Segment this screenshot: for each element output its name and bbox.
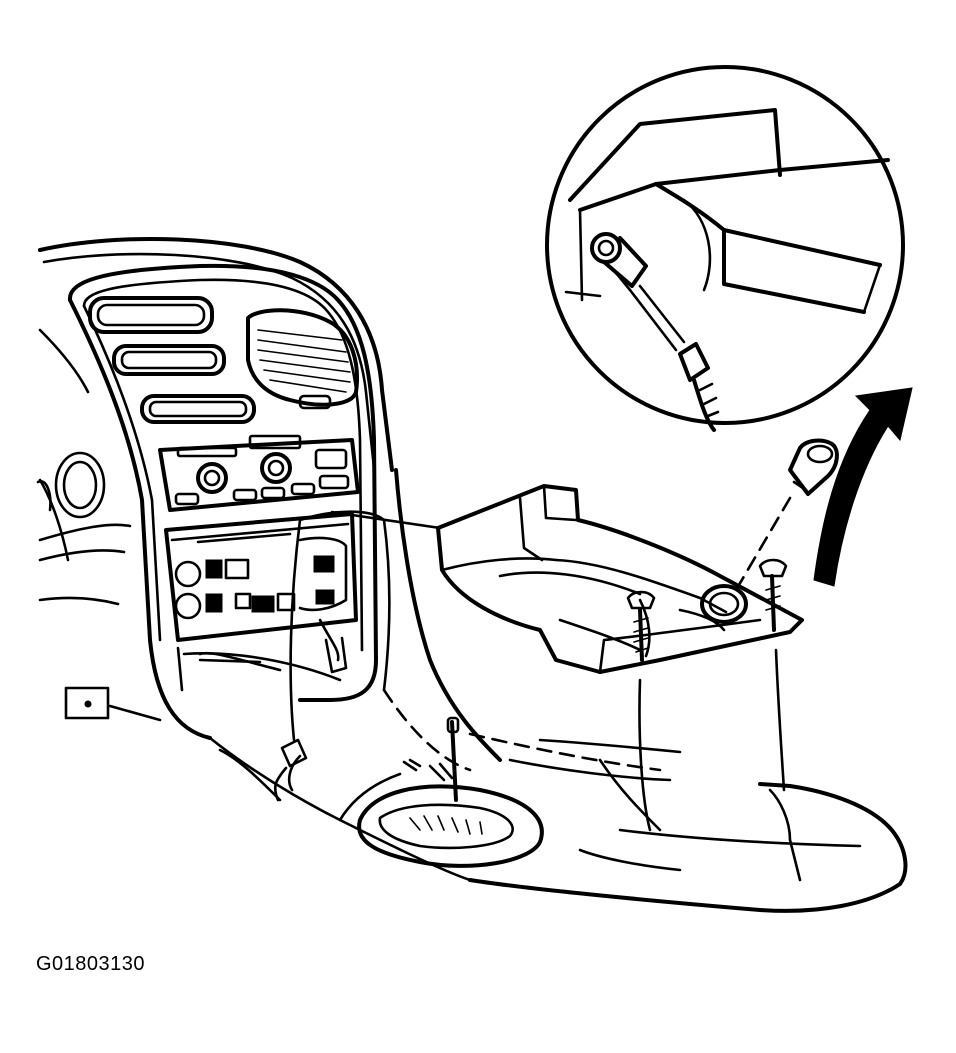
climate-control-unit xyxy=(164,512,358,642)
detail-inset xyxy=(545,65,905,432)
instrument-panel xyxy=(36,236,394,606)
removal-arrow xyxy=(813,387,913,587)
console-front-trim xyxy=(64,618,348,802)
floor-console-body xyxy=(208,468,908,913)
lighter-element xyxy=(734,438,839,592)
gear-selector xyxy=(357,716,544,868)
center-stack-bezel xyxy=(67,263,378,740)
air-vent xyxy=(246,308,359,410)
storage-compartment xyxy=(436,484,804,674)
radio-unit xyxy=(158,434,360,512)
removal-guide-lines xyxy=(289,510,472,772)
figure-id-label: G01803130 xyxy=(36,953,146,975)
